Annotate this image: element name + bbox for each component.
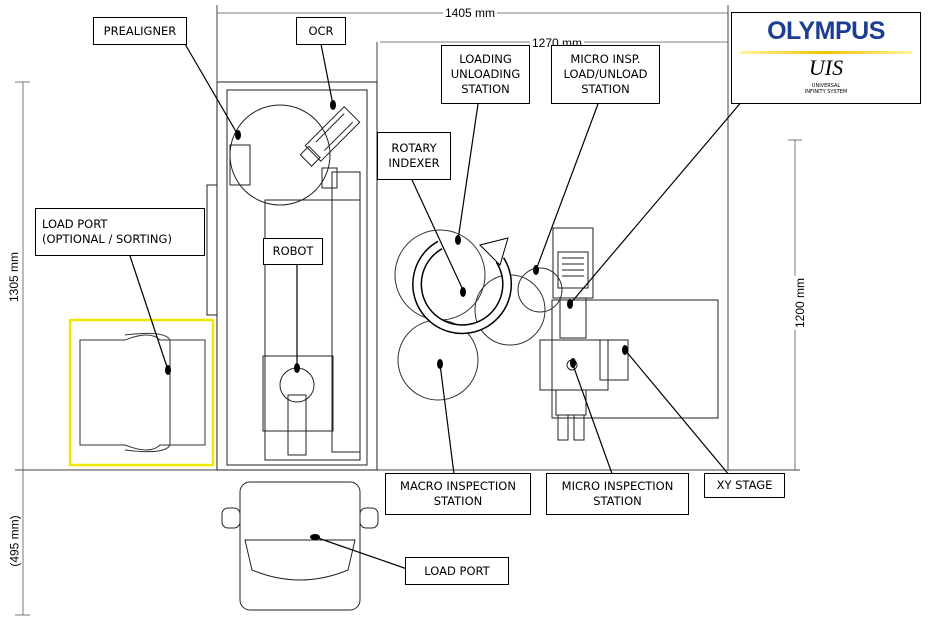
rotary-indexer-drawing xyxy=(394,229,563,401)
label-rotary-indexer: ROTARY INDEXER xyxy=(377,132,451,180)
dim-depth: 1305 mm xyxy=(7,249,22,305)
label-ocr: OCR xyxy=(296,17,346,45)
dim-stage-depth: 1200 mm xyxy=(793,275,808,331)
label-loading-unloading-station: LOADING UNLOADING STATION xyxy=(441,45,530,104)
leader-lines xyxy=(129,43,761,571)
olympus-uis-logo: OLYMPUS UIS UNIVERSAL INFINITY SYSTEM xyxy=(731,12,921,104)
logo-tagline: UNIVERSAL INFINITY SYSTEM xyxy=(804,83,848,95)
logo-brand: OLYMPUS xyxy=(767,17,885,45)
logo-accent-bar xyxy=(740,51,912,54)
dim-overall-width: 1405 mm xyxy=(443,6,498,20)
label-micro-insp-load-unload: MICRO INSP. LOAD/UNLOAD STATION xyxy=(551,45,660,104)
label-xy-stage: XY STAGE xyxy=(704,473,785,498)
ocr-head xyxy=(299,106,361,167)
dimension-lines xyxy=(15,12,802,616)
dim-load-port-depth: (495 mm) xyxy=(7,513,22,569)
label-micro-inspection-station: MICRO INSPECTION STATION xyxy=(546,473,689,515)
leader-dots xyxy=(165,100,628,540)
load-port-optional-drawing xyxy=(68,318,215,467)
robot-cabinet xyxy=(206,81,378,471)
label-prealigner: PREALIGNER xyxy=(93,17,187,45)
robot-base xyxy=(262,355,334,432)
label-macro-inspection-station: MACRO INSPECTION STATION xyxy=(385,473,531,515)
label-robot: ROBOT xyxy=(263,238,323,265)
microscope-drawing xyxy=(539,227,719,441)
load-port-bottom-drawing xyxy=(221,481,379,611)
label-load-port: LOAD PORT xyxy=(405,557,509,585)
logo-product: UIS xyxy=(808,55,844,80)
label-load-port-optional: LOAD PORT (OPTIONAL / SORTING) xyxy=(35,208,205,256)
